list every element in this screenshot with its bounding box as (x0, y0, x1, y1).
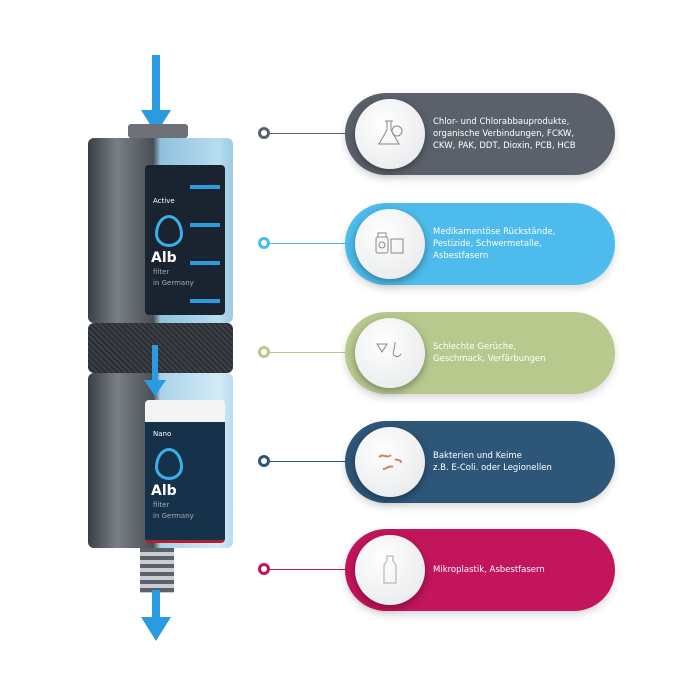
pill-bottle-pb-icon (355, 209, 425, 279)
connector-line (270, 243, 348, 244)
connector-dot (258, 127, 270, 139)
connector-line (270, 133, 348, 134)
mid-arrowhead (144, 380, 166, 396)
origin: in Germany (153, 279, 194, 287)
nano-cartridge: Nano Alb filter in Germany (145, 400, 225, 543)
mid-arrow (152, 345, 158, 383)
connector-dot (258, 237, 270, 249)
stage-2-text: Medikamentöse Rückstände, Pestizide, Sch… (433, 227, 556, 261)
brand: Alb (151, 250, 177, 266)
cartridge-name: Active (153, 197, 175, 205)
brand-sub: filter (153, 501, 170, 509)
outflow-arrow (152, 590, 160, 620)
nose-icon (355, 318, 425, 388)
stage-4-card: Bakterien und Keime z.B. E-Coli. oder Le… (345, 421, 615, 503)
brand: Alb (151, 483, 177, 499)
stage-5-text: Mikroplastik, Asbestfasern (433, 565, 545, 575)
stage-4-text: Bakterien und Keime z.B. E-Coli. oder Le… (433, 451, 552, 473)
stage-3-card: Schlechte Gerüche, Geschmack, Verfärbung… (345, 312, 615, 394)
bacteria-icon (355, 427, 425, 497)
active-cartridge: Active Alb filter in Germany (145, 165, 225, 315)
connector-dot (258, 346, 270, 358)
bottle-icon (355, 535, 425, 605)
stage-3-text: Schlechte Gerüche, Geschmack, Verfärbung… (433, 342, 546, 364)
connector-dot (258, 455, 270, 467)
connector-line (270, 352, 348, 353)
connector-dot (258, 563, 270, 575)
outflow-arrowhead (141, 617, 171, 641)
bottom-thread (140, 548, 174, 593)
cartridge-name: Nano (153, 430, 172, 438)
top-cap (128, 124, 188, 138)
knurled-ring (88, 323, 233, 373)
flask-icon (355, 99, 425, 169)
origin: in Germany (153, 512, 194, 520)
inflow-arrow (152, 55, 160, 115)
stage-1-text: Chlor- und Chlorabbauprodukte, organisch… (433, 117, 576, 151)
drop-logo-icon (155, 215, 183, 247)
connector-line (270, 569, 348, 570)
stage-2-card: Medikamentöse Rückstände, Pestizide, Sch… (345, 203, 615, 285)
stage-5-card: Mikroplastik, Asbestfasern (345, 529, 615, 611)
stage-1-card: Chlor- und Chlorabbauprodukte, organisch… (345, 93, 615, 175)
brand-sub: filter (153, 268, 170, 276)
connector-line (270, 461, 348, 462)
inflow-arrows (190, 185, 220, 189)
drop-logo-icon (155, 448, 183, 480)
